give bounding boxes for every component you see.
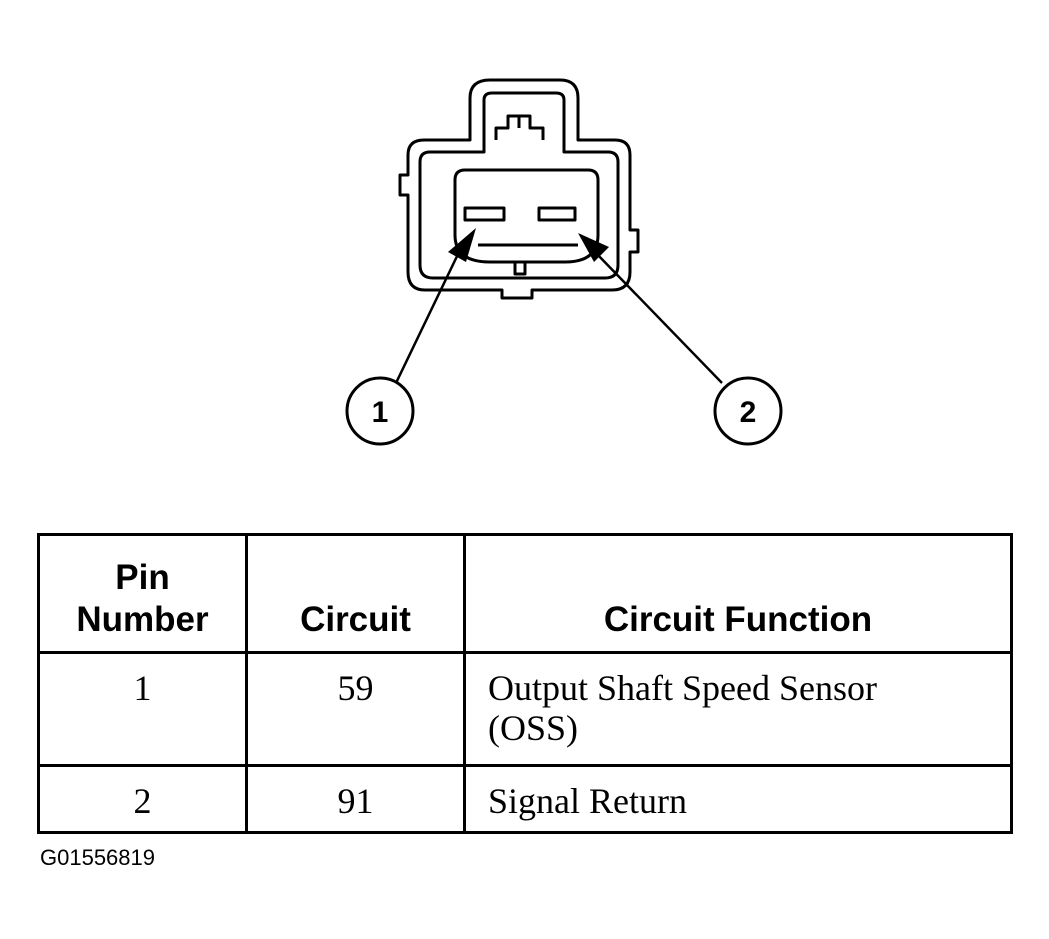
svg-text:1: 1 (372, 396, 389, 429)
cell-pin: 1 (37, 651, 248, 767)
callout-1: 1 (345, 376, 415, 446)
connector-body (398, 78, 640, 300)
header-pin-number: Pin Number (37, 533, 248, 654)
callout-1-leader (394, 228, 476, 384)
svg-text:2: 2 (740, 396, 757, 429)
pin-circuit-table: Pin Number Circuit Circuit Function 1 59… (37, 533, 1013, 834)
table-header-row: Pin Number Circuit Circuit Function (37, 533, 1013, 654)
table-row: 2 91 Signal Return (37, 764, 1013, 834)
pin-2-terminal (537, 206, 577, 222)
callout-2: 2 (713, 376, 783, 446)
cell-pin: 2 (37, 764, 248, 834)
header-circuit-function: Circuit Function (463, 533, 1013, 654)
cell-function: Output Shaft Speed Sensor (OSS) (463, 651, 1013, 767)
figure-id: G01556819 (40, 845, 155, 870)
connector-diagram: 1 2 (345, 78, 783, 446)
callout-2-leader (578, 233, 723, 384)
header-circuit: Circuit (245, 533, 466, 654)
pin-1-terminal (463, 206, 506, 222)
table-row: 1 59 Output Shaft Speed Sensor (OSS) (37, 651, 1013, 767)
cell-circuit: 59 (245, 651, 466, 767)
cell-function: Signal Return (463, 764, 1013, 834)
cell-circuit: 91 (245, 764, 466, 834)
